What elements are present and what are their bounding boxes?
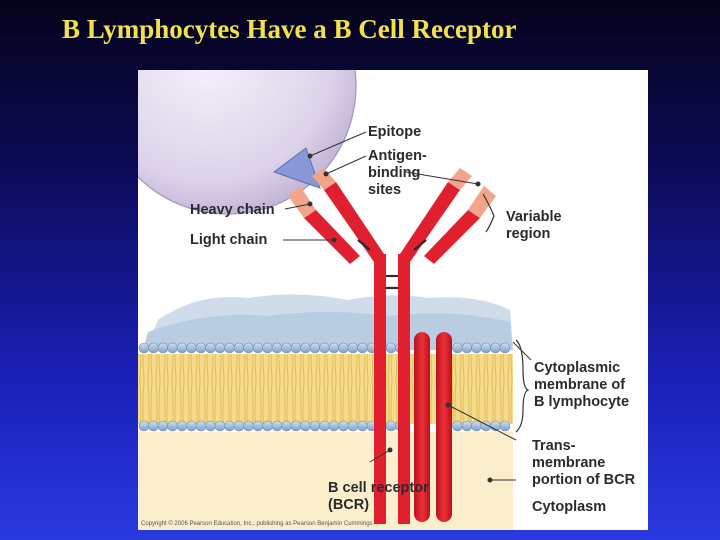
phospholipid-head — [347, 342, 359, 354]
membrane-heads-upper — [138, 342, 511, 354]
phospholipid-head — [186, 342, 197, 354]
slide-title: B Lymphocytes Have a B Cell Receptor — [62, 14, 517, 44]
phospholipid-head — [281, 342, 292, 354]
phospholipid-head — [148, 420, 159, 432]
phospholipid-head — [252, 342, 264, 354]
copyright-note: Copyright © 2006 Pearson Education, Inc.… — [141, 521, 375, 527]
label-antigen-binding-sites: Antigen- binding sites — [368, 148, 427, 198]
phospholipid-head — [309, 420, 321, 432]
phospholipid-head — [252, 420, 264, 432]
phospholipid-head — [262, 342, 273, 354]
phospholipid-head — [357, 342, 368, 354]
bcr-diagram — [138, 70, 532, 530]
lipid-tail-layer — [138, 354, 513, 424]
phospholipid-head — [157, 342, 169, 354]
phospholipid-head — [328, 420, 340, 432]
phospholipid-head — [271, 342, 283, 354]
phospholipid-head — [243, 420, 254, 432]
phospholipid-head — [233, 342, 245, 354]
phospholipid-head — [176, 342, 188, 354]
phospholipid-head — [281, 420, 292, 432]
phospholipid-head — [148, 342, 159, 354]
membrane-heads-lower — [138, 420, 511, 432]
heavy-chains — [312, 168, 472, 524]
phospholipid-head — [157, 420, 169, 432]
phospholipid-head — [167, 342, 178, 354]
phospholipid-head — [300, 420, 311, 432]
phospholipid-head — [461, 342, 473, 354]
phospholipid-head — [309, 342, 321, 354]
phospholipid-head — [499, 342, 511, 354]
label-variable-region: Variable region — [506, 209, 562, 242]
phospholipid-head — [195, 420, 207, 432]
phospholipid-head — [338, 420, 349, 432]
phospholipid-head — [490, 342, 501, 354]
label-brackets — [482, 193, 530, 433]
transmembrane-portion-left — [414, 332, 430, 522]
phospholipid-head — [271, 420, 283, 432]
phospholipid-head — [176, 420, 188, 432]
phospholipid-head — [328, 342, 340, 354]
leader-lines — [283, 131, 532, 483]
phospholipid-head — [243, 342, 254, 354]
phospholipid-head — [471, 342, 482, 354]
phospholipid-head — [319, 420, 330, 432]
phospholipid-head — [195, 342, 207, 354]
light-chains — [288, 186, 496, 264]
label-bcr: B cell receptor (BCR) — [328, 480, 429, 513]
phospholipid-head — [338, 342, 349, 354]
label-light-chain: Light chain — [190, 232, 268, 248]
membrane-outer-surface — [143, 294, 513, 350]
label-cytoplasm: Cytoplasm — [532, 499, 607, 515]
phospholipid-head — [319, 342, 330, 354]
phospholipid-head — [214, 420, 226, 432]
disulfide-bonds — [357, 239, 427, 290]
label-cytoplasmic-membrane: Cytoplasmic membrane of B lymphocyte — [534, 360, 630, 410]
phospholipid-head — [205, 342, 216, 354]
phospholipid-head — [452, 342, 463, 354]
phospholipid-head — [452, 420, 463, 432]
phospholipid-head — [385, 420, 397, 432]
phospholipid-head — [290, 342, 302, 354]
phospholipid-head — [138, 342, 150, 354]
bcr-figure: Epitope Antigen- binding sites Heavy cha… — [138, 70, 648, 530]
phospholipid-head — [224, 342, 235, 354]
label-transmembrane-portion: Trans- membrane portion of BCR — [532, 438, 636, 488]
phospholipid-head — [224, 420, 235, 432]
phospholipid-head — [461, 420, 473, 432]
phospholipid-head — [214, 342, 226, 354]
phospholipid-head — [347, 420, 359, 432]
label-heavy-chain: Heavy chain — [190, 202, 275, 218]
phospholipid-head — [167, 420, 178, 432]
antigen-particle — [138, 70, 357, 215]
phospholipid-head — [262, 420, 273, 432]
label-epitope: Epitope — [368, 124, 422, 140]
phospholipid-head — [138, 420, 150, 432]
transmembrane-portion-right — [436, 332, 452, 522]
phospholipid-head — [471, 420, 482, 432]
phospholipid-head — [186, 420, 197, 432]
phospholipid-head — [499, 420, 511, 432]
phospholipid-head — [290, 420, 302, 432]
phospholipid-head — [385, 342, 397, 354]
phospholipid-head — [357, 420, 368, 432]
phospholipid-head — [300, 342, 311, 354]
phospholipid-head — [480, 342, 492, 354]
phospholipid-head — [205, 420, 216, 432]
cytoplasm-area — [138, 432, 513, 530]
phospholipid-head — [233, 420, 245, 432]
